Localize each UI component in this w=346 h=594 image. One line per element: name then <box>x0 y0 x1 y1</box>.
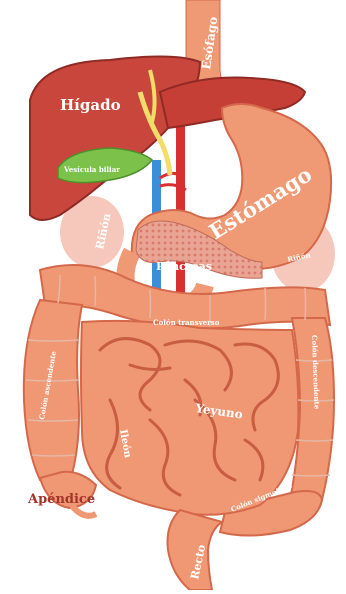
label-transverse-colon: Colón transverso <box>153 318 220 327</box>
ascending-colon <box>24 300 82 486</box>
label-pancreas: Páncreas <box>156 260 212 273</box>
appendix <box>72 506 96 516</box>
liver <box>30 56 200 220</box>
label-liver: Hígado <box>60 96 121 114</box>
label-gallbladder: Vesícula biliar <box>63 165 120 174</box>
label-appendix: Apéndice <box>27 492 95 507</box>
